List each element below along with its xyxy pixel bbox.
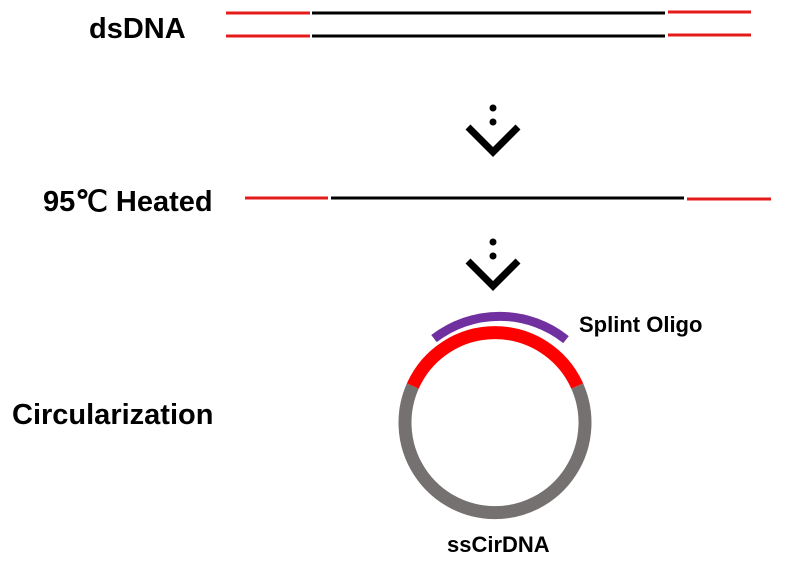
step-label-heated: 95℃ Heated — [43, 186, 213, 218]
circular-ssdna — [398, 311, 592, 520]
circle-body-arc — [398, 383, 592, 520]
circle-adapter-arc — [406, 326, 584, 389]
splint-oligo-arc — [431, 311, 569, 344]
dsdna-strands — [226, 10, 751, 38]
dotted-chevron-down-icon — [465, 104, 521, 157]
step-label-dsdna: dsDNA — [89, 13, 186, 45]
dsdna-top-strand — [226, 10, 751, 15]
step-label-circularization: Circularization — [12, 399, 213, 431]
splint-oligo-label: Splint Oligo — [579, 312, 702, 337]
dsdna-bottom-strand — [226, 33, 751, 38]
dotted-chevron-down-icon — [465, 238, 521, 291]
ssdna-strand — [245, 196, 771, 201]
sscirdna-label: ssCirDNA — [447, 532, 550, 557]
